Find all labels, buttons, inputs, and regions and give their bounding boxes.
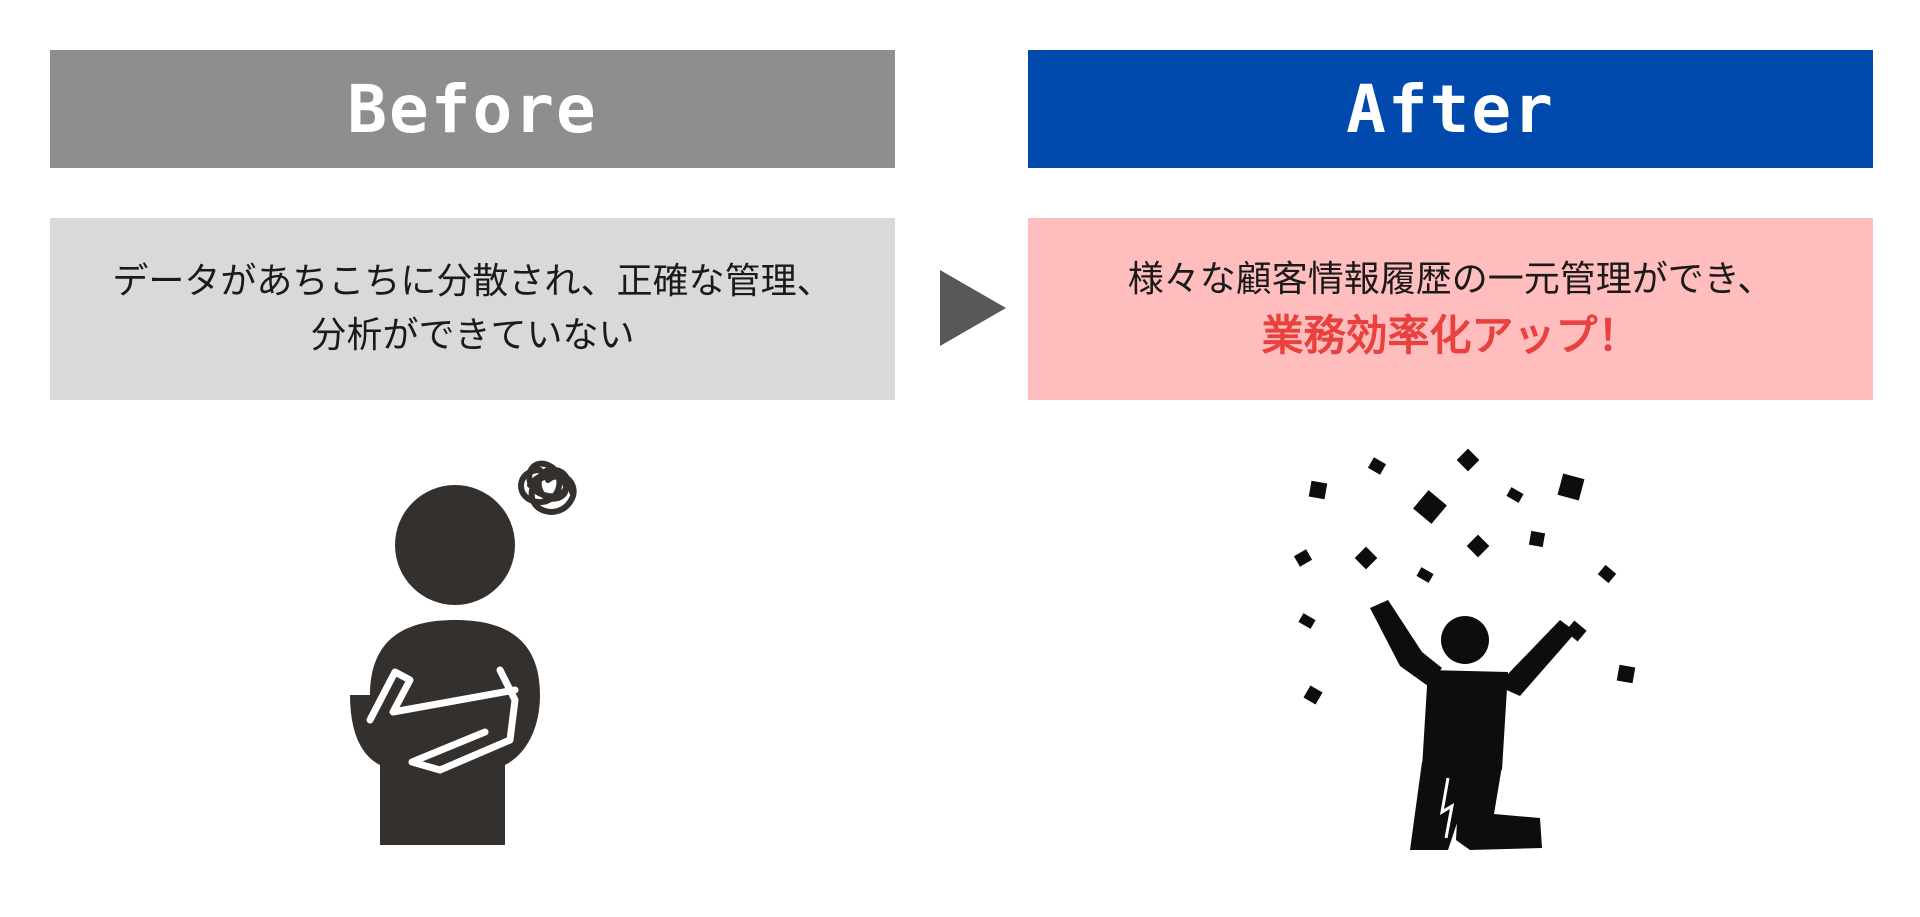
after-description-box: 様々な顧客情報履歴の一元管理ができ、 業務効率化アップ！: [1028, 218, 1873, 400]
play-arrow-icon: [940, 270, 1006, 346]
before-description-line-2: 分析ができていない: [310, 315, 635, 356]
before-header: Before: [50, 50, 895, 168]
celebrating-person-confetti-icon: [1293, 448, 1636, 850]
after-header: After: [1028, 50, 1873, 168]
before-description-box: データがあちこちに分散され、正確な管理、 分析ができていない: [50, 218, 895, 400]
confused-person-arms-crossed-icon: [350, 460, 577, 845]
after-highlight-text: 業務効率化アップ！: [1261, 311, 1640, 360]
before-header-label: Before: [347, 70, 598, 148]
after-header-label: After: [1346, 70, 1555, 148]
before-description-line-1: データがあちこちに分散され、正確な管理、: [112, 261, 833, 302]
after-description-line-1: 様々な顧客情報履歴の一元管理ができ、: [1127, 259, 1774, 300]
